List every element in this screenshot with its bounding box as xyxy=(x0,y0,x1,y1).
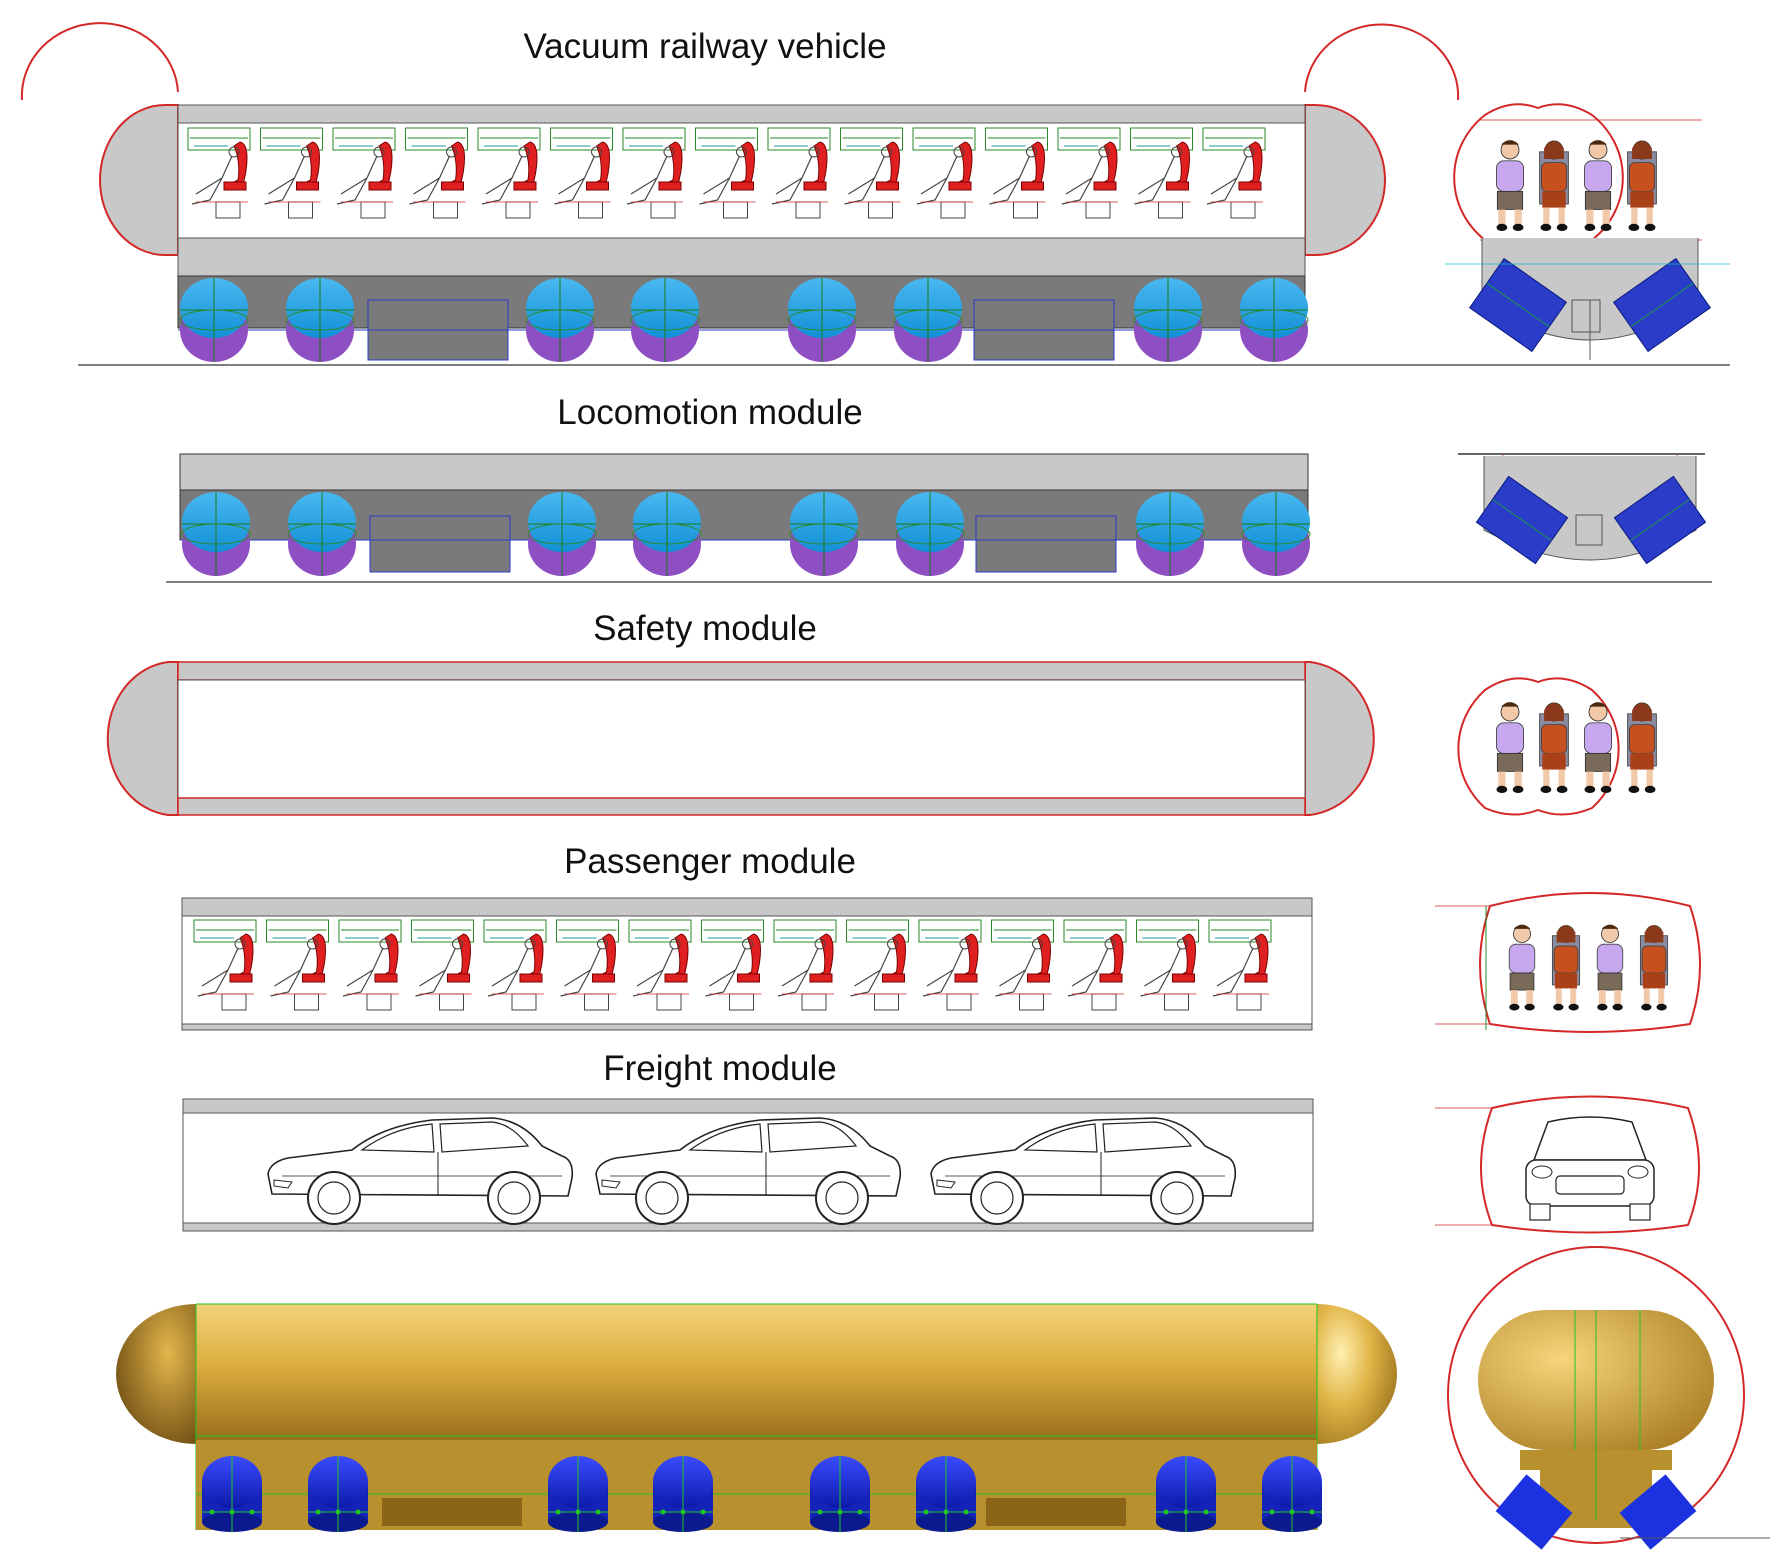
maglev-wheel-icon xyxy=(181,491,251,577)
maglev-wheel-icon xyxy=(809,1455,871,1533)
seated-person-icon xyxy=(1627,140,1657,232)
freight-side-view xyxy=(182,1098,1314,1232)
maglev-wheel-icon xyxy=(915,1455,977,1533)
maglev-wheel-icon xyxy=(652,1455,714,1533)
passenger-cross-section xyxy=(1435,892,1701,1033)
passenger-title: Passenger module xyxy=(564,842,856,881)
vehicle-title: Vacuum railway vehicle xyxy=(523,27,887,66)
maglev-wheel-icon xyxy=(201,1455,263,1533)
maglev-wheel-icon xyxy=(1133,277,1203,363)
suv-car-front-icon xyxy=(1525,1116,1655,1221)
vehicle-3d-side-view xyxy=(116,1303,1397,1533)
maglev-wheel-icon xyxy=(789,491,859,577)
maglev-wheel-icon xyxy=(307,1455,369,1533)
maglev-wheel-icon xyxy=(287,491,357,577)
safety-title: Safety module xyxy=(593,609,817,648)
freight-title: Freight module xyxy=(603,1049,837,1088)
locomotion-cross-section xyxy=(1458,453,1707,565)
locomotion-title: Locomotion module xyxy=(557,393,863,432)
maglev-wheel-icon xyxy=(632,491,702,577)
maglev-wheel-icon xyxy=(895,491,965,577)
seated-person-icon xyxy=(1627,702,1657,794)
safety-cross-section xyxy=(1457,677,1657,816)
passenger-side-view xyxy=(181,897,1313,1031)
maglev-wheel-icon xyxy=(1155,1455,1217,1533)
freight-cross-section xyxy=(1435,1095,1700,1234)
maglev-wheel-icon xyxy=(1241,491,1311,577)
maglev-wheel-icon xyxy=(1261,1455,1323,1533)
locomotion-side-view xyxy=(166,453,1712,583)
safety-side-view xyxy=(106,661,1375,816)
maglev-wheel-icon xyxy=(547,1455,609,1533)
maglev-wheel-icon xyxy=(1135,491,1205,577)
maglev-wheel-icon xyxy=(179,277,249,363)
maglev-wheel-icon xyxy=(1239,277,1309,363)
maglev-wheel-icon xyxy=(525,277,595,363)
maglev-wheel-icon xyxy=(893,277,963,363)
maglev-wheel-icon xyxy=(527,491,597,577)
maglev-wheel-icon xyxy=(285,277,355,363)
maglev-wheel-icon xyxy=(787,277,857,363)
vehicle-3d-cross-section xyxy=(1447,1246,1770,1550)
vehicle-cross-section xyxy=(1445,103,1730,360)
maglev-wheel-icon xyxy=(630,277,700,363)
vehicle-side-view xyxy=(20,22,1730,366)
